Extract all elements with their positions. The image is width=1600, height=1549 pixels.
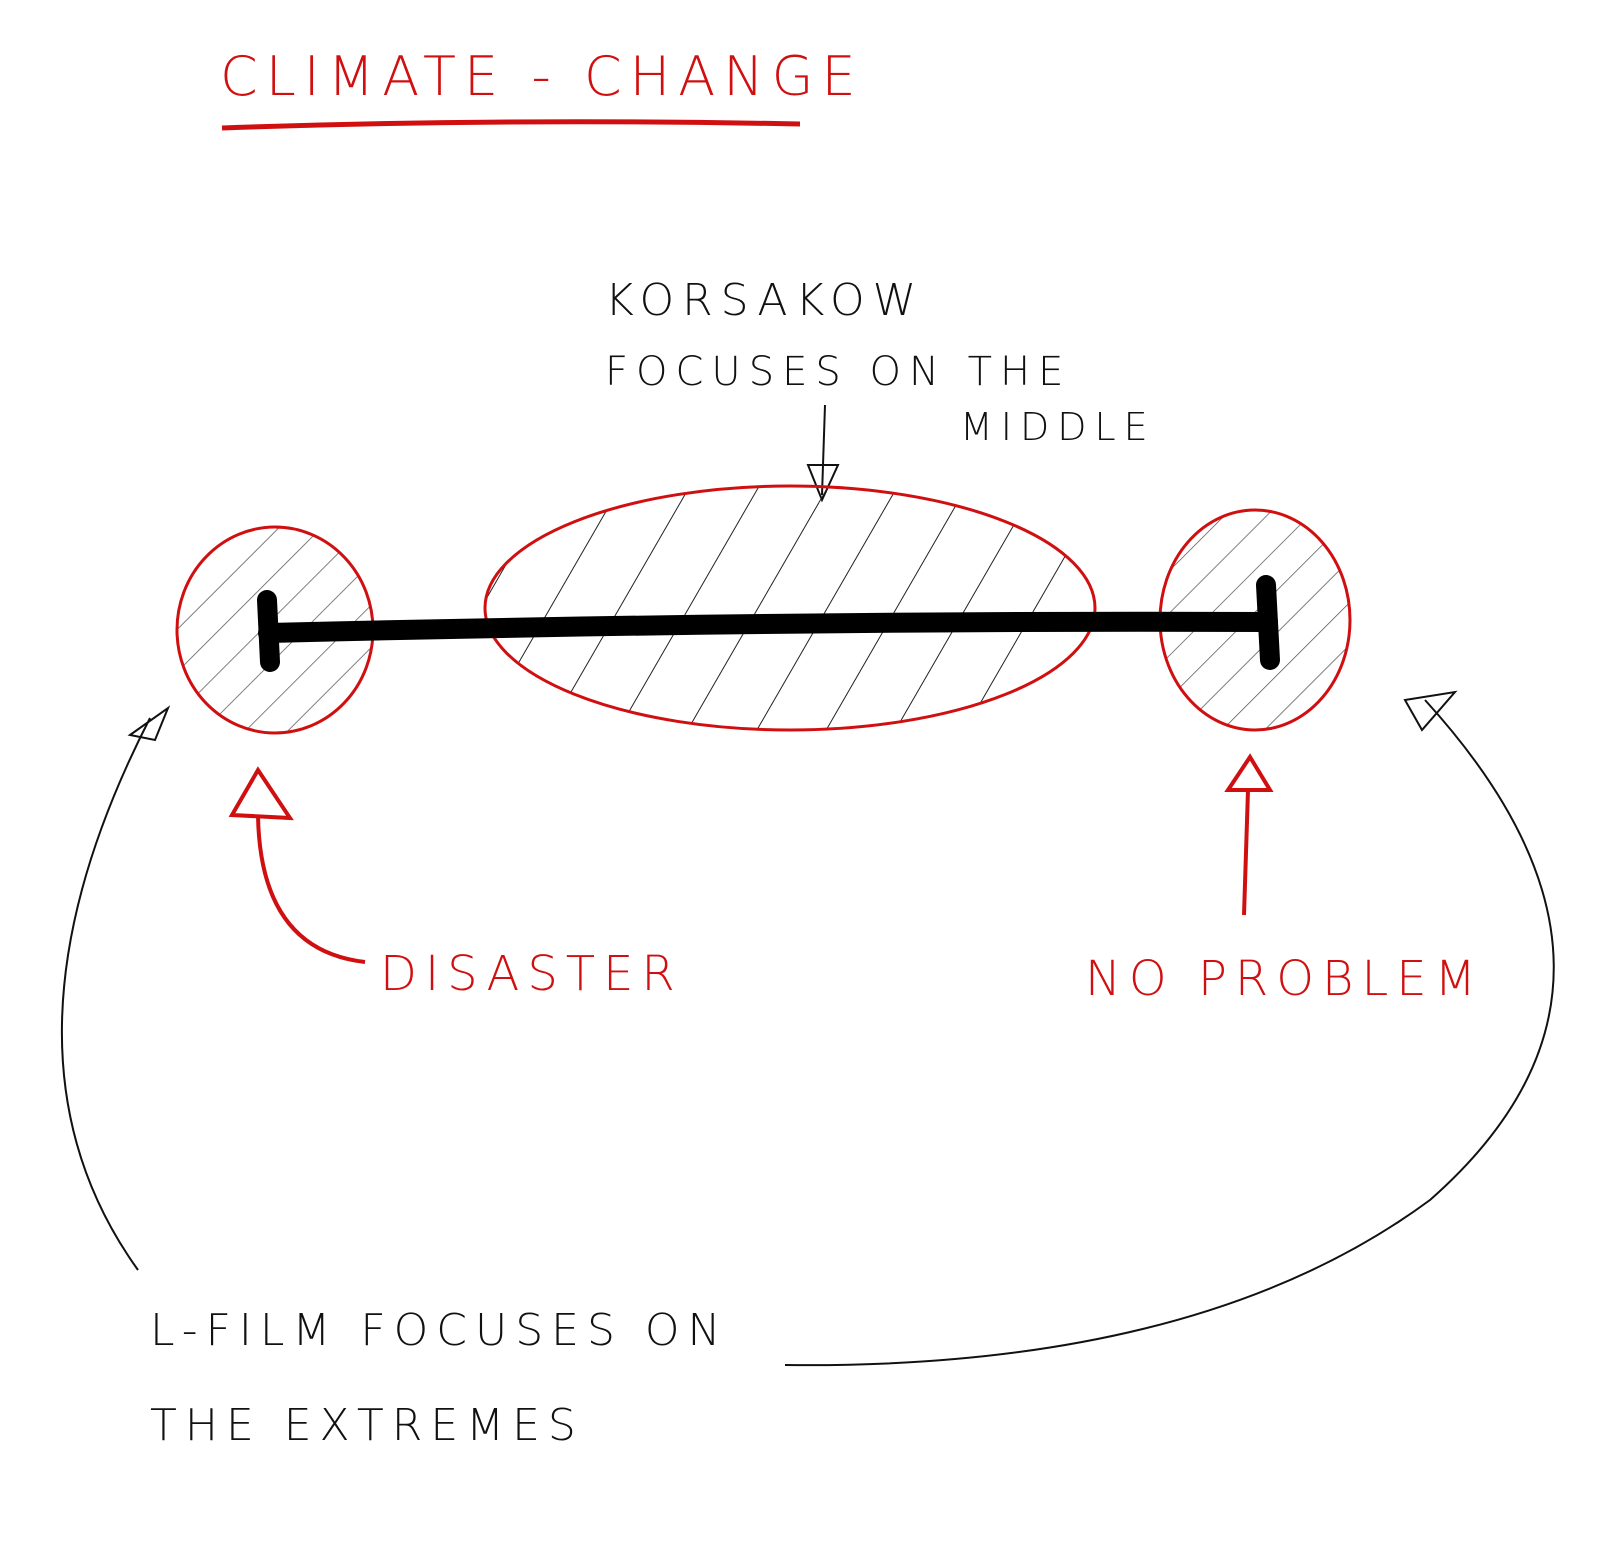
title-underline	[221, 119, 801, 131]
lfilm-left-arrow-icon	[60, 705, 171, 1271]
no-problem-label: NO PROBLEM	[1085, 951, 1484, 1007]
middle-region	[483, 484, 1097, 732]
right-endcap	[1256, 575, 1280, 670]
lfilm-note-line1: L-FILM FOCUSES ON	[150, 1305, 728, 1356]
spectrum-bar	[258, 611, 1278, 643]
lfilm-right-arrow-icon	[784, 690, 1555, 1367]
korsakow-note-line3: MIDDLE	[960, 405, 1156, 449]
lfilm-note-line2: THE EXTREMES	[150, 1400, 584, 1451]
disaster-label: DISASTER	[380, 946, 683, 1002]
title: CLIMATE - CHANGE	[220, 45, 864, 108]
no-problem-arrow-icon	[1224, 753, 1274, 916]
korsakow-arrow-icon	[806, 404, 840, 503]
korsakow-note-line2: FOCUSES ON THE	[605, 349, 1071, 395]
disaster-arrow-icon	[228, 766, 366, 964]
left-endcap	[257, 590, 280, 672]
korsakow-note-line1: KORSAKOW	[605, 275, 924, 326]
